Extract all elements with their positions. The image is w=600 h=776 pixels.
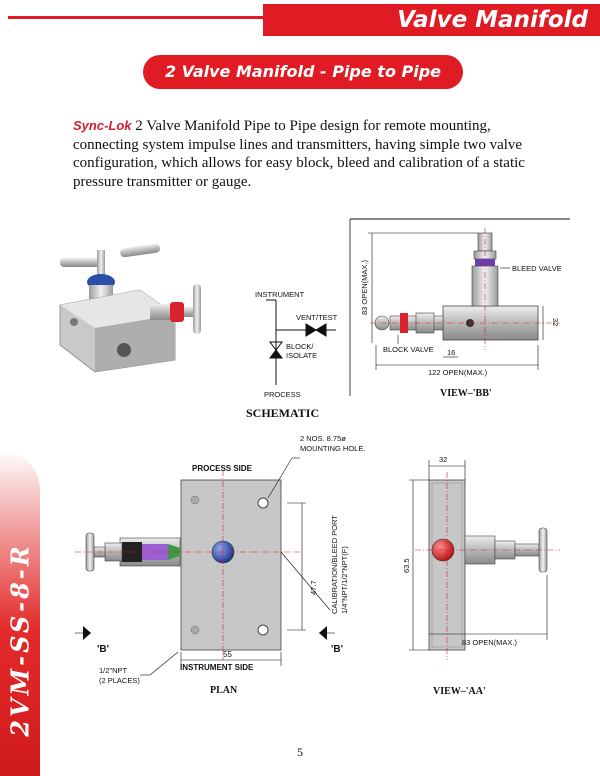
view-bb-title: VIEW–'BB' (440, 388, 492, 399)
view-aa-drawing (409, 460, 560, 660)
schematic-diagram (266, 299, 336, 385)
brand-logo: Sync-Lok (73, 118, 132, 133)
plan-drawing (75, 457, 335, 676)
bb-dim-32: 32 (551, 318, 560, 326)
view-bb-drawing (349, 218, 570, 396)
title-bar: Valve Manifold (263, 4, 600, 36)
schematic-isolate-label: ISOLATE (286, 351, 317, 360)
header-rule (8, 16, 263, 19)
page-number: 5 (297, 745, 303, 759)
schematic-title: SCHEMATIC (246, 406, 319, 420)
plan-mounting-label-1: 2 NOS. 8.75ø (300, 434, 346, 443)
aa-open-label: 83 OPEN(MAX.) (462, 638, 518, 647)
aa-dim-63-5: 63.5 (402, 558, 411, 573)
plan-mounting-label-2: MOUNTING HOLE. (300, 444, 365, 453)
schematic-process-label: PROCESS (264, 390, 301, 399)
schematic-vent-label: VENT/TEST (296, 313, 338, 322)
plan-npt-label-2: (2 PLACES) (99, 676, 140, 685)
intro-text: 2 Valve Manifold Pipe to Pipe design for… (73, 118, 525, 190)
view-aa-title: VIEW–'AA' (433, 686, 486, 697)
plan-section-b-left: 'B' (97, 644, 109, 655)
page-title: Valve Manifold (397, 7, 588, 33)
product-photo (59, 243, 201, 373)
aa-dim-32: 32 (439, 455, 447, 464)
schematic-instrument-label: INSTRUMENT (255, 290, 305, 299)
bb-dim-16: 16 (447, 348, 455, 357)
plan-npt-label-1: 1/2"NPT (99, 666, 128, 675)
plan-instrument-side-label: INSTRUMENT SIDE (180, 663, 254, 672)
bb-width-label: 122 OPEN(MAX.) (428, 368, 488, 377)
bb-height-label: 83 OPEN(MAX.) (360, 259, 369, 315)
bb-bleed-valve-label: BLEED VALVE (512, 264, 562, 273)
plan-calibration-label-2: 1/4"NPT/1/2"NPT(F) (340, 546, 349, 614)
plan-section-b-right: 'B' (331, 644, 343, 655)
side-band (0, 450, 40, 776)
plan-process-side-label: PROCESS SIDE (192, 464, 253, 473)
schematic-block-label: BLOCK/ (286, 342, 314, 351)
bb-block-valve-label: BLOCK VALVE (383, 345, 434, 354)
plan-dim-47-7: 47.7 (309, 580, 318, 595)
plan-dim-55: 55 (223, 650, 232, 659)
intro-paragraph: Sync-Lok 2 Valve Manifold Pipe to Pipe d… (73, 117, 528, 191)
plan-title: PLAN (210, 685, 238, 696)
plan-calibration-label-1: CALIBRATION/BLEED PORT (330, 515, 339, 614)
section-subtitle: 2 Valve Manifold - Pipe to Pipe (164, 62, 442, 81)
subtitle-pill: 2 Valve Manifold - Pipe to Pipe (143, 55, 463, 89)
